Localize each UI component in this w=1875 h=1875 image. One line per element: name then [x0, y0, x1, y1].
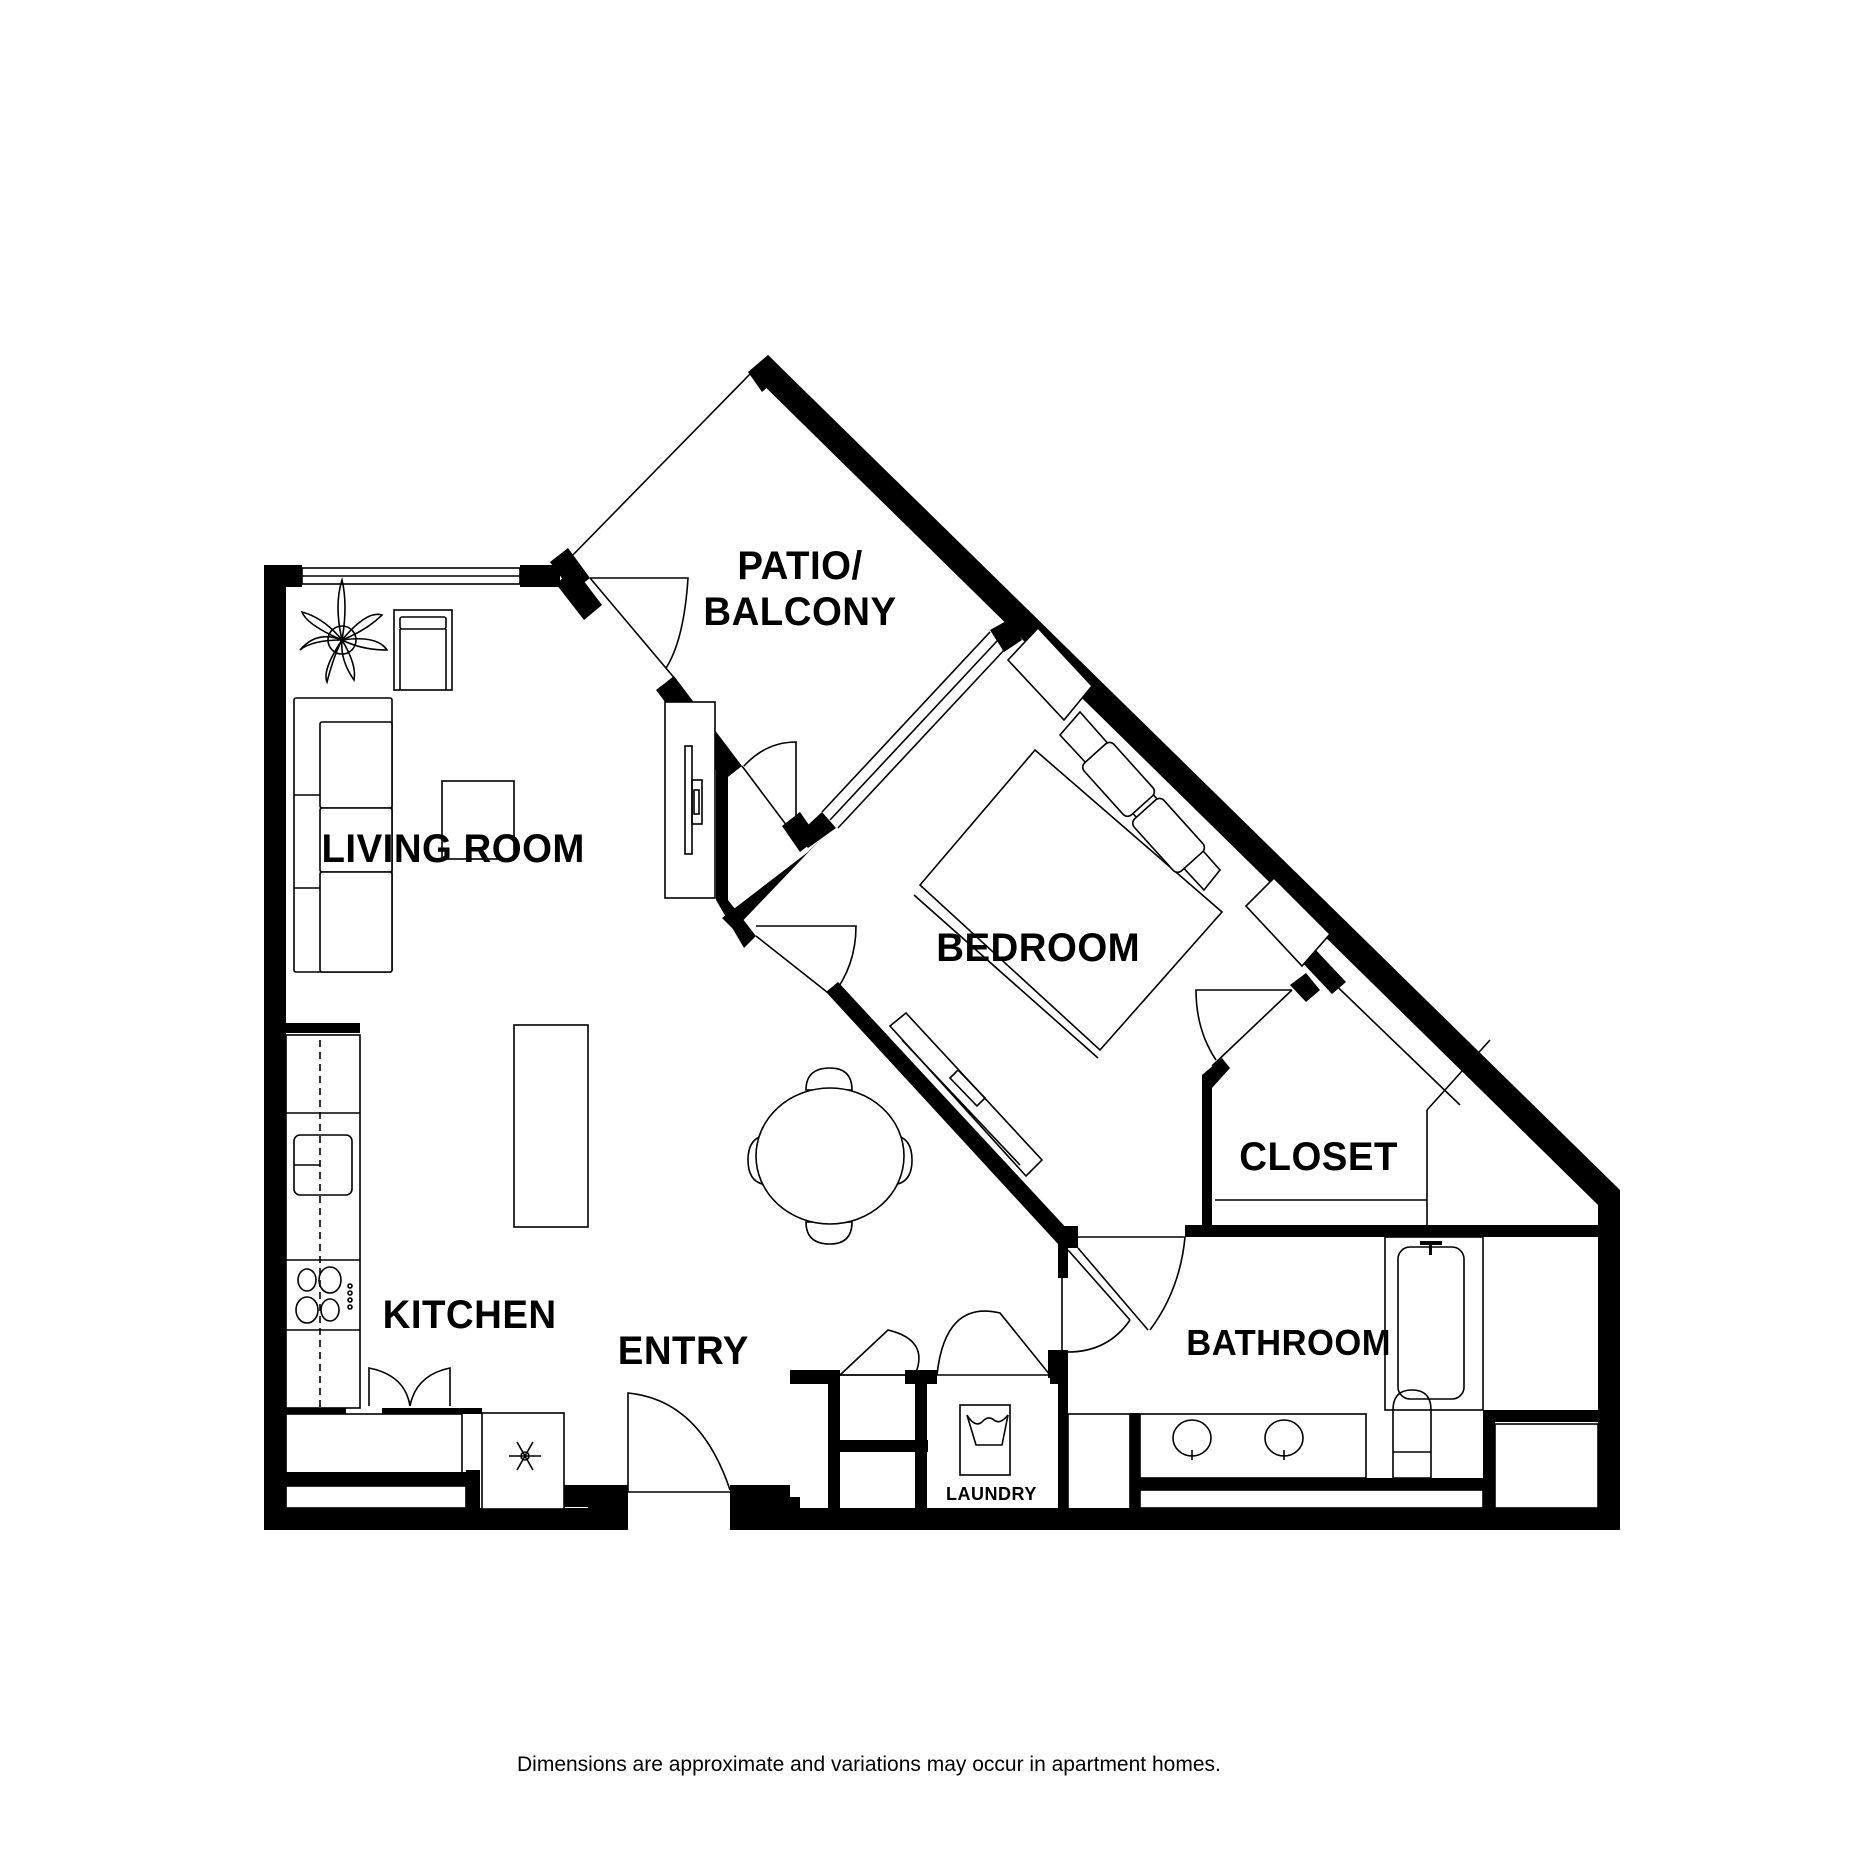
room-label-closet: CLOSET: [1239, 1135, 1398, 1179]
nightstand: [1244, 876, 1332, 968]
room-label-kitchen: KITCHEN: [382, 1293, 557, 1337]
kitchen-base-cabinet: [285, 1413, 463, 1475]
sofa: [293, 697, 393, 973]
room-label-bedroom: BEDROOM: [936, 926, 1141, 970]
bedroom-window: [821, 631, 1007, 829]
disclaimer-text: Dimensions are approximate and variation…: [517, 1753, 1221, 1776]
exterior-walls: [264, 355, 1620, 1530]
coffee-table: [441, 780, 515, 860]
kitchen-island: [513, 1024, 589, 1228]
room-label-patio-line2: BALCONY: [703, 590, 897, 634]
room-label-patio-line1: PATIO/: [737, 544, 863, 588]
interior-walls: [276, 568, 1620, 1530]
bathtub: [1384, 1236, 1484, 1411]
toilet: [1392, 1389, 1432, 1479]
laundry-closet: [959, 1404, 1011, 1476]
kitchen-counter: [285, 1034, 361, 1409]
nightstand: [1006, 626, 1094, 722]
room-label-patio: PATIO/ BALCONY: [694, 543, 905, 635]
room-label-laundry: LAUNDRY: [946, 1484, 1037, 1504]
double-vanity: [1139, 1413, 1367, 1479]
room-label-bathroom: BATHROOM: [1186, 1322, 1392, 1363]
refrigerator: [481, 1412, 565, 1510]
cooktop-icon: [295, 1266, 353, 1324]
bed: [913, 710, 1224, 1059]
tv-console: [664, 701, 716, 899]
dining-table: [747, 1067, 913, 1245]
plant-icon: [299, 577, 389, 685]
room-label-living: LIVING ROOM: [321, 827, 585, 871]
doors: [368, 577, 1293, 1493]
armchair: [393, 609, 453, 691]
bedroom-dresser: [888, 1011, 1044, 1178]
closet-shelves: [1215, 969, 1491, 1225]
snowflake-icon: [509, 1441, 541, 1471]
patio-rail: [567, 371, 753, 561]
room-label-entry: ENTRY: [617, 1329, 749, 1373]
